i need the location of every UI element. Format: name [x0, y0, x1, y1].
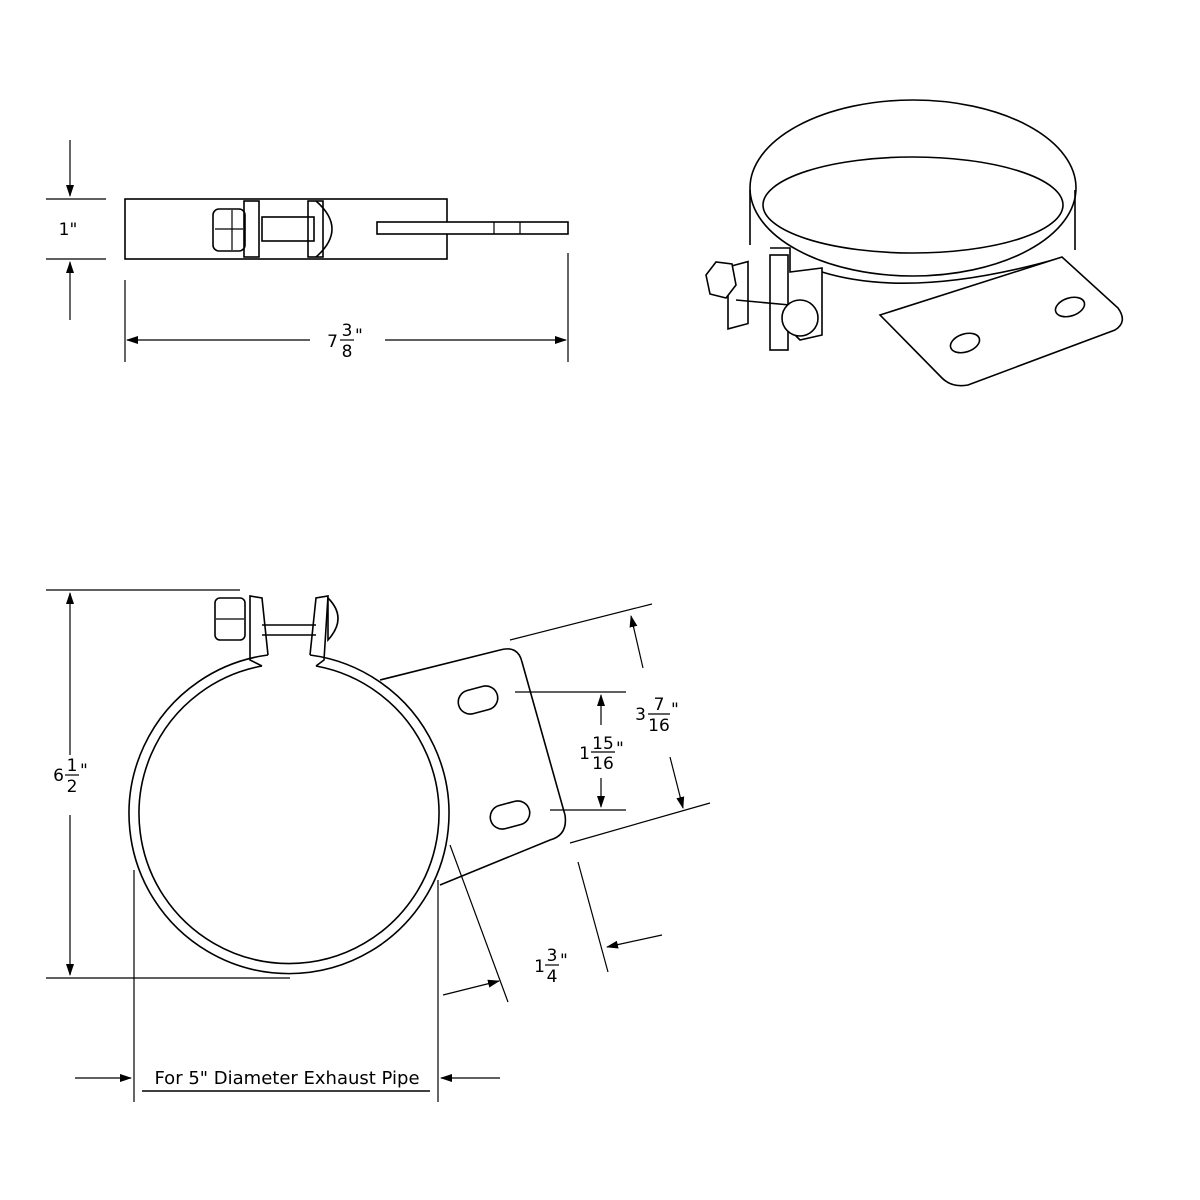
- svg-text:": ": [80, 761, 88, 781]
- svg-text:3: 3: [342, 321, 353, 341]
- bolt-dome-head: [327, 596, 339, 643]
- mounting-hole-slot: [489, 800, 531, 830]
- bracket-tab: [376, 221, 569, 235]
- height-1-inch-label: 1": [59, 220, 78, 240]
- hole-spacing-label: 1 15 16 ": [579, 734, 624, 774]
- mounting-bracket: [379, 648, 567, 886]
- overall-width-label: 7 3 8 ": [327, 321, 363, 362]
- clamp-band-outer: [128, 654, 450, 975]
- svg-text:1: 1: [67, 756, 78, 776]
- svg-text:2: 2: [67, 777, 78, 797]
- svg-text:16: 16: [648, 716, 670, 736]
- hex-nut: [212, 208, 246, 252]
- bolt-dome-head: [315, 200, 333, 258]
- bolt-shank: [261, 216, 315, 242]
- clamp-band-inner: [138, 665, 440, 965]
- pipe-diameter-note: For 5" Diameter Exhaust Pipe: [154, 1068, 419, 1089]
- top-view: 1" 7 3 8 ": [46, 140, 569, 362]
- svg-text:7: 7: [654, 695, 665, 715]
- bolt-assembly: [212, 200, 333, 258]
- mounting-hole-slot: [457, 685, 499, 715]
- svg-text:": ": [616, 739, 624, 759]
- overall-height-label: 6 1 2 ": [53, 756, 88, 797]
- svg-text:": ": [671, 700, 679, 720]
- mounting-hole: [1054, 296, 1086, 318]
- dim-arrow: [606, 934, 663, 949]
- svg-text:6: 6: [53, 766, 64, 786]
- svg-text:3: 3: [635, 705, 646, 725]
- svg-text:": ": [560, 951, 568, 971]
- mounting-bracket: [878, 256, 1124, 387]
- svg-text:1: 1: [534, 957, 545, 977]
- bracket-depth-label: 1 3 4 ": [534, 946, 568, 987]
- svg-text:1: 1: [579, 744, 590, 764]
- dim-arrow: [629, 615, 644, 669]
- dim-arrow: [669, 756, 685, 809]
- clamp-band-outer: [749, 99, 1077, 277]
- svg-text:4: 4: [547, 967, 558, 987]
- isometric-view: [705, 99, 1124, 387]
- svg-text:16: 16: [592, 754, 614, 774]
- bracket-width-label: 3 7 16 ": [635, 695, 679, 736]
- svg-text:8: 8: [342, 342, 353, 362]
- svg-text:15: 15: [592, 734, 614, 754]
- clamp-ear: [769, 254, 789, 351]
- svg-text:3: 3: [547, 946, 558, 966]
- dim-arrow: [442, 979, 500, 996]
- bolt-dome-head: [781, 299, 819, 337]
- svg-text:": ": [355, 326, 363, 346]
- clamp-band-inner: [762, 156, 1064, 254]
- mounting-hole: [949, 332, 981, 354]
- svg-text:7: 7: [327, 332, 338, 352]
- front-view: 6 1 2 " For 5" Diameter Exhaust Pipe 3 7…: [46, 589, 711, 1102]
- hex-nut: [705, 261, 737, 299]
